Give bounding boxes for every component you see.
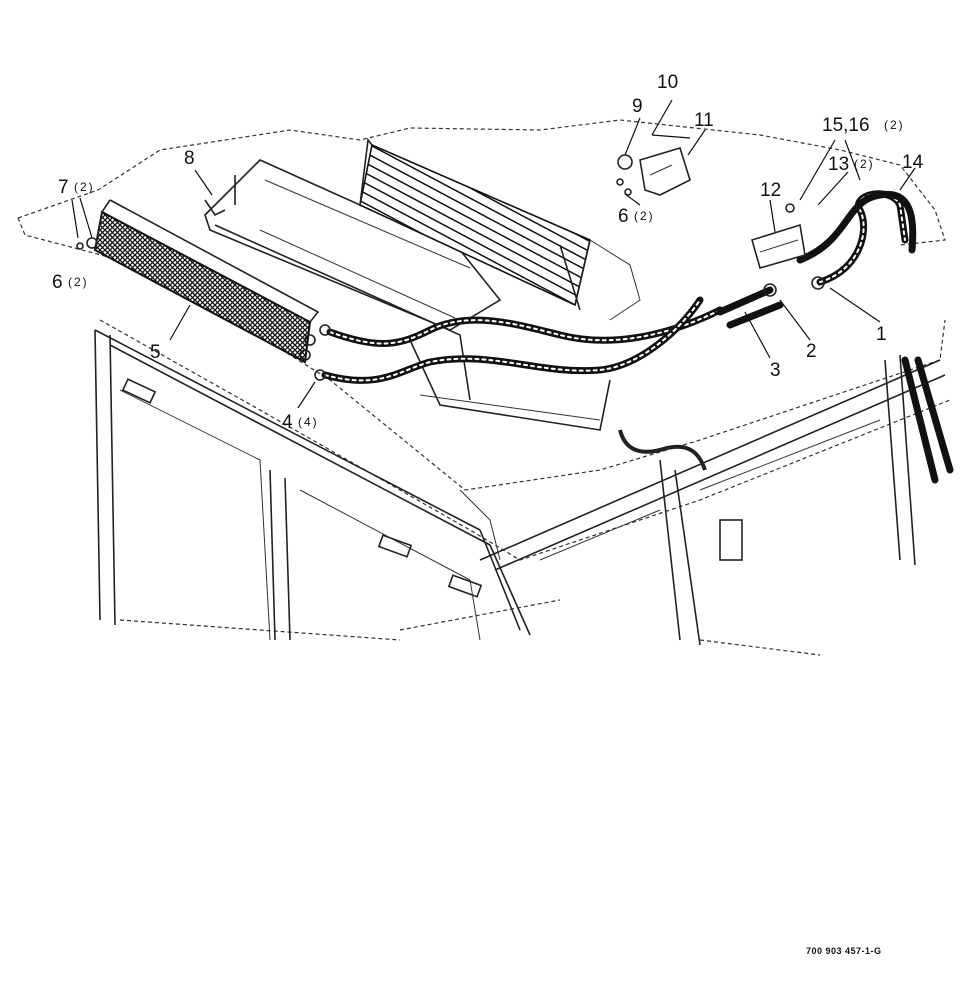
duct-housing	[204, 159, 611, 431]
callout-5: 5	[150, 342, 161, 363]
bracket-8	[204, 199, 226, 217]
cab-roof-outline	[17, 119, 951, 561]
callout-4-qty: (4)	[298, 415, 319, 429]
condenser-core	[93, 199, 320, 364]
callout-15-16: 15,16	[822, 115, 870, 136]
fittings	[76, 154, 825, 381]
evaporator-core	[359, 138, 641, 321]
callout-7: 7	[58, 177, 69, 198]
callout-9: 9	[632, 96, 643, 117]
bracket-11	[639, 147, 691, 196]
callout-12: 12	[760, 180, 781, 201]
callout-14: 14	[902, 152, 924, 173]
callout-6b: 6	[618, 206, 629, 227]
callout-13: 13	[828, 154, 849, 175]
callout-6b-qty: (2)	[634, 209, 655, 223]
callout-1: 1	[876, 324, 887, 345]
hoses	[321, 190, 954, 484]
callout-3: 3	[770, 360, 781, 381]
callout-15-16-qty: (2)	[884, 118, 905, 132]
callout-8: 8	[184, 148, 195, 169]
leader-lines	[71, 99, 916, 409]
callout-11: 11	[694, 110, 714, 131]
bracket-12	[751, 223, 806, 269]
callout-10: 10	[657, 72, 678, 93]
callout-2: 2	[806, 341, 817, 362]
callout-6a: 6	[52, 272, 63, 293]
cab-frame	[94, 329, 946, 656]
callout-13-qty: (2)	[854, 157, 875, 171]
callout-labels: 1 2 3 4 (4) 5 6 (2) 6 (2) 7 (2) 8 9 10 1…	[52, 72, 924, 433]
callout-7-qty: (2)	[74, 180, 95, 194]
callout-4: 4	[282, 412, 293, 433]
drawing-number: 700 903 457-1-G	[806, 946, 882, 956]
callout-6a-qty: (2)	[68, 275, 89, 289]
